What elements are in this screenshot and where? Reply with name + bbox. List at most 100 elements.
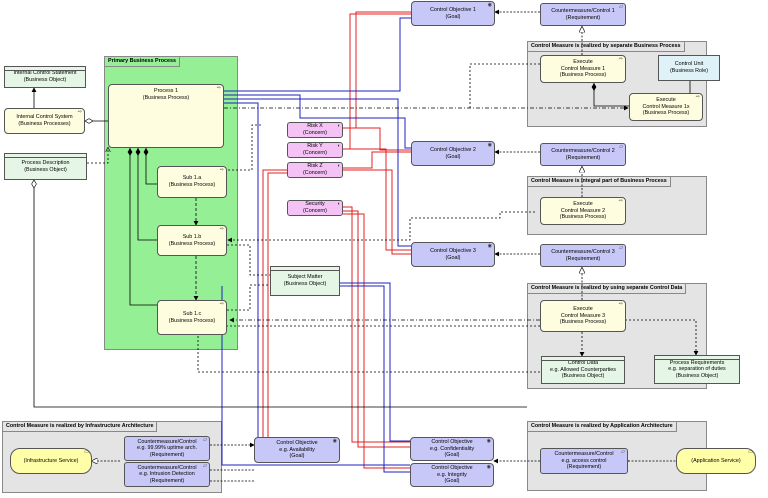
- node-label: e.g. Availability: [279, 446, 315, 453]
- process-icon: ⇨: [77, 109, 82, 115]
- sub-1b[interactable]: ⇨ Sub 1.b (Business Process): [157, 225, 227, 256]
- application-service[interactable]: ▭ (Application Service): [676, 448, 756, 474]
- node-label: Countermeasure/Control: [137, 438, 197, 445]
- node-label: e.g. Integrity: [437, 471, 467, 478]
- object-bar: [542, 360, 624, 361]
- node-label: Control Objective 1: [430, 6, 476, 13]
- risk-z[interactable]: ◖ Risk Z (Concern): [287, 162, 343, 178]
- node-type: (Business Role): [669, 68, 709, 74]
- countermeasure-control-3[interactable]: ▱ Countermeasure/Control 3 (Requirement): [540, 244, 626, 267]
- group-title: Primary Business Process: [105, 57, 181, 67]
- internal-control-system[interactable]: ⇨ Internal Control System (Business Proc…: [4, 108, 85, 134]
- node-label: e.g. access control: [561, 457, 607, 464]
- goal-icon: ◉: [486, 464, 491, 470]
- node-label: e.g. Intrusion Detection: [139, 471, 195, 478]
- node-type: (Goal): [444, 452, 460, 459]
- group-title: Control Measure is realized by Infrastru…: [3, 422, 158, 432]
- node-label: Risk X: [307, 123, 323, 130]
- process-requirements[interactable]: Process Requirements e.g. separation of …: [654, 355, 740, 384]
- concern-icon: ◖: [336, 163, 340, 169]
- node-type: (Business Process): [168, 317, 216, 324]
- node-type: (Goal): [444, 478, 460, 485]
- process-description[interactable]: Process Description (Business Object): [4, 153, 87, 180]
- countermeasure-control-1[interactable]: ▱ Countermeasure/Control 1 (Requirement): [540, 3, 626, 26]
- sub-1c[interactable]: ⇨ Sub 1.c (Business Process): [157, 300, 227, 335]
- subject-matter[interactable]: Subject Matter (Business Object): [270, 266, 340, 296]
- goal-icon: ◉: [332, 438, 337, 444]
- node-label: Execute: [573, 59, 593, 66]
- requirement-icon: ▱: [619, 144, 623, 150]
- countermeasure-control-2[interactable]: ▱ Countermeasure/Control 2 (Requirement): [540, 143, 626, 166]
- node-type: (Requirement): [565, 255, 601, 262]
- node-type: (Business Object): [23, 77, 67, 83]
- node-label: Countermeasure/Control 1: [551, 7, 615, 14]
- process-icon: ⇨: [618, 198, 623, 204]
- node-type: (Concern): [303, 208, 327, 214]
- risk-y[interactable]: ◖ Risk Y (Concern): [287, 142, 343, 158]
- control-objective-availability[interactable]: ◉ Control Objective e.g. Availability (G…: [254, 437, 340, 463]
- node-label: e.g. separation of duties: [668, 366, 726, 373]
- control-unit[interactable]: Control Unit (Business Role): [658, 55, 720, 81]
- process-1[interactable]: ⇨ Process 1 (Business Process): [108, 84, 224, 148]
- node-label: Control Objective 3: [430, 247, 476, 254]
- group-title: Control Measure is realized by Applicati…: [528, 422, 677, 432]
- node-label: Control Objective: [431, 465, 473, 472]
- countermeasure-intrusion-detection[interactable]: ▱ Countermeasure/Control e.g. Intrusion …: [124, 462, 210, 487]
- node-label: Countermeasure/Control: [554, 451, 614, 458]
- node-label: Control Measure 1x: [642, 103, 690, 110]
- node-label: Sub 1.c: [182, 310, 202, 317]
- node-label: Control Data: [567, 360, 599, 367]
- node-label: Control Objective 2: [430, 146, 476, 153]
- control-objective-integrity[interactable]: ◉ Control Objective e.g. Integrity (Goal…: [410, 463, 494, 487]
- node-label: Security: [305, 201, 325, 208]
- control-objective-2[interactable]: ◉ Control Objective 2 (Goal): [411, 141, 495, 166]
- node-type: (Business Process): [559, 72, 607, 79]
- security[interactable]: ◖ Security (Concern): [287, 200, 343, 216]
- execute-control-measure-1x[interactable]: ⇨ Execute Control Measure 1x (Business P…: [629, 93, 703, 121]
- internal-control-statement[interactable]: Internal Control Statement (Business Obj…: [4, 66, 86, 88]
- process-icon: ⇨: [695, 94, 700, 100]
- execute-control-measure-1[interactable]: ⇨ Execute Control Measure 1 (Business Pr…: [540, 55, 626, 83]
- node-type: (Goal): [445, 153, 461, 160]
- execute-control-measure-2[interactable]: ⇨ Execute Control Measure 2 (Business Pr…: [540, 197, 626, 225]
- sub-1a[interactable]: ⇨ Sub 1.a (Business Process): [157, 166, 227, 198]
- requirement-icon: ▱: [619, 245, 623, 251]
- object-bar: [5, 157, 86, 158]
- node-type: (Goal): [289, 453, 305, 460]
- node-label: Countermeasure/Control: [137, 464, 197, 471]
- infrastructure-service[interactable]: ▭ (Infrastructure Service): [10, 448, 92, 474]
- process-icon: ⇨: [219, 167, 224, 173]
- node-label: Countermeasure/Control 3: [551, 248, 615, 255]
- control-data[interactable]: Control Data e.g. Allowed Counterparties…: [541, 356, 625, 384]
- execute-control-measure-3[interactable]: ⇨ Execute Control Measure 3 (Business Pr…: [540, 300, 626, 332]
- node-type: (Business Object): [561, 373, 605, 380]
- node-label: Control Unit: [674, 61, 704, 68]
- node-label: Internal Control System: [16, 114, 73, 121]
- node-type: (Business Process): [642, 110, 690, 117]
- control-objective-1[interactable]: ◉ Control Objective 1 (Goal): [411, 1, 495, 26]
- node-type: (Business Processes): [18, 121, 71, 127]
- node-label: Control Measure 1: [560, 65, 606, 72]
- goal-icon: ◉: [487, 142, 492, 148]
- node-type: (Business Process): [168, 240, 216, 247]
- requirement-icon: ▱: [203, 463, 207, 469]
- node-label: Subject Matter: [287, 274, 323, 281]
- node-label: Control Measure 3: [560, 312, 606, 319]
- node-type: (Concern): [303, 150, 327, 156]
- node-label: Risk Z: [307, 163, 323, 170]
- control-objective-confidentiality[interactable]: ◉ Control Objective e.g. Confidentiality…: [410, 437, 494, 461]
- goal-icon: ◉: [487, 243, 492, 249]
- countermeasure-uptime[interactable]: ▱ Countermeasure/Control e.g. 99.99% upt…: [124, 436, 210, 461]
- process-icon: ⇨: [219, 226, 224, 232]
- node-type: (Requirement): [149, 477, 185, 484]
- node-label: Execute: [573, 201, 593, 208]
- control-objective-3[interactable]: ◉ Control Objective 3 (Goal): [411, 242, 495, 267]
- concern-icon: ◖: [336, 201, 340, 207]
- countermeasure-access-control[interactable]: ▱ Countermeasure/Control e.g. access con…: [540, 448, 628, 474]
- node-label: (Application Service): [691, 457, 741, 464]
- requirement-icon: ▱: [619, 4, 623, 10]
- service-icon: ▭: [84, 449, 89, 455]
- requirement-icon: ▱: [203, 437, 207, 443]
- service-icon: ▭: [748, 449, 753, 455]
- risk-x[interactable]: ◖ Risk X (Concern): [287, 122, 343, 138]
